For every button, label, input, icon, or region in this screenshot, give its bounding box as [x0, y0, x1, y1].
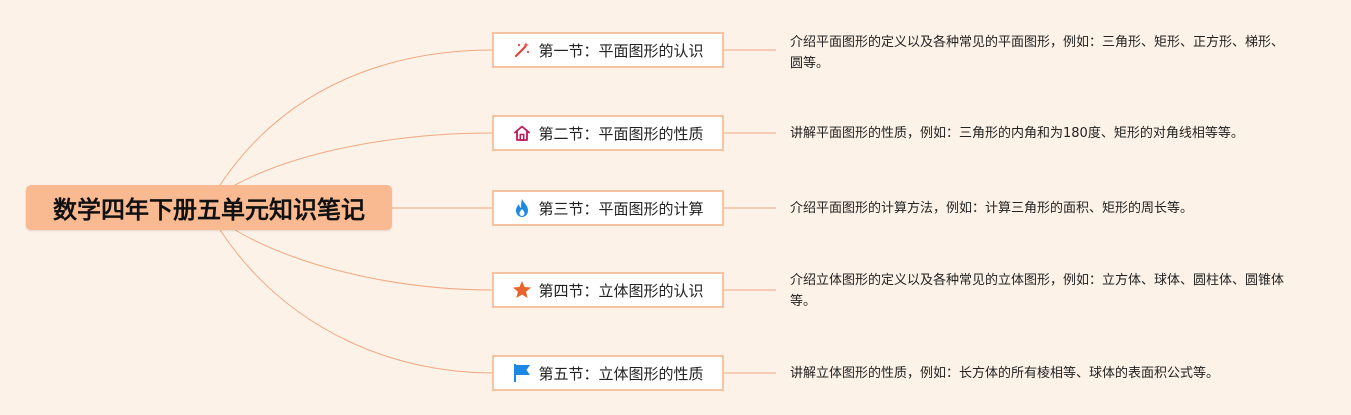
house-icon: [512, 123, 532, 143]
flag-icon: [512, 363, 532, 383]
branch-2-label: 第二节：平面图形的性质: [538, 124, 704, 143]
root-title: 数学四年下册五单元知识笔记: [53, 196, 365, 224]
branch-3-note: 介绍平面图形的计算方法，例如：计算三角形的面积、矩形的周长等。: [790, 201, 1194, 216]
branch-section-5[interactable]: 第五节：立体图形的性质: [492, 355, 724, 391]
root-to-branch-1-line: [219, 49, 493, 186]
branch-5-label: 第五节：立体图形的性质: [538, 364, 704, 383]
branch-section-4[interactable]: 第四节：立体图形的认识: [492, 272, 724, 308]
branch-5-note: 讲解立体图形的性质，例如：长方体的所有棱相等、球体的表面积公式等。: [790, 366, 1220, 381]
star-icon: [512, 280, 532, 300]
root-topic[interactable]: 数学四年下册五单元知识笔记: [26, 185, 392, 230]
branch-2-note: 讲解平面图形的性质，例如：三角形的内角和为180度、矩形的对角线相等等。: [790, 126, 1244, 141]
branch-3-label: 第三节：平面图形的计算: [538, 199, 704, 218]
branch-1-note: 介绍平面图形的定义以及各种常见的平面图形，例如：三角形、矩形、正方形、梯形、圆等…: [790, 35, 1285, 71]
root-to-branch-5-line: [219, 229, 493, 374]
branch-section-2[interactable]: 第二节：平面图形的性质: [492, 115, 724, 151]
branch-1-label: 第一节：平面图形的认识: [538, 41, 704, 60]
branch-section-1[interactable]: 第一节：平面图形的认识: [492, 32, 724, 68]
branch-4-label: 第四节：立体图形的认识: [538, 281, 704, 300]
root-to-branch-2-line: [234, 132, 493, 186]
magic-wand-icon: [512, 40, 532, 60]
branch-section-3[interactable]: 第三节：平面图形的计算: [492, 190, 724, 226]
flame-icon: [512, 198, 532, 218]
root-to-branch-4-line: [234, 229, 493, 291]
branch-4-note: 介绍立体图形的定义以及各种常见的立体图形，例如：立方体、球体、圆柱体、圆锥体等。: [790, 273, 1285, 309]
